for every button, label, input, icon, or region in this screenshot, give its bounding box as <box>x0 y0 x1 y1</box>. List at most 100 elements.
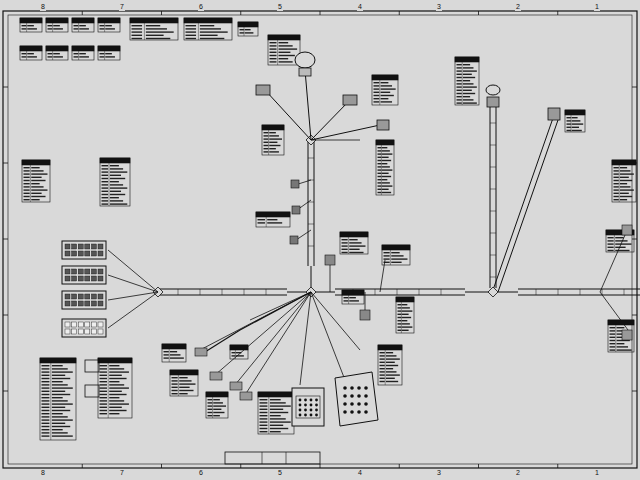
connector-pin <box>350 394 354 398</box>
table-cell-mark <box>378 169 382 170</box>
table-cell-mark <box>31 193 41 194</box>
zone-tick <box>240 11 241 15</box>
bundle <box>493 118 553 290</box>
connector-body <box>335 372 378 426</box>
table-cell-mark <box>572 130 582 131</box>
table-frame <box>342 290 364 304</box>
table-cell-mark <box>208 412 213 413</box>
zone-tick <box>82 464 83 468</box>
table-column <box>50 363 51 440</box>
table-cell-mark <box>24 170 30 171</box>
table-cell-mark <box>269 145 280 146</box>
table-frame <box>46 46 68 60</box>
table-cell-mark <box>615 240 627 241</box>
connector-pin <box>85 269 90 274</box>
table-column <box>268 397 269 434</box>
table-cell-mark <box>386 362 395 363</box>
table-cell-mark <box>132 28 143 29</box>
connector-pin <box>310 409 313 412</box>
table-cell-mark <box>260 412 268 413</box>
table-cell-mark <box>110 175 121 176</box>
table-cell-mark <box>109 394 126 395</box>
table-cell-mark <box>457 93 462 94</box>
table-cell-mark <box>384 255 390 256</box>
connector-pin <box>72 251 77 256</box>
bundle-mark <box>558 289 559 295</box>
table-cell-mark <box>374 98 380 99</box>
table-cell-mark <box>22 53 27 54</box>
connector-pin <box>343 402 347 406</box>
table-cell-mark <box>245 32 254 33</box>
table-cell-mark <box>53 28 63 29</box>
table-cell-mark <box>264 132 269 133</box>
connector-symbol <box>360 310 370 320</box>
table-cell-mark <box>608 240 614 241</box>
table-frame <box>455 57 479 105</box>
bundle <box>498 120 558 292</box>
table-cell-mark <box>53 53 60 54</box>
table-cell-mark <box>172 383 178 384</box>
table-frame <box>162 344 186 362</box>
zone-number: 1 <box>594 469 600 477</box>
table-cell-mark <box>179 393 187 394</box>
table-cell-mark <box>381 101 392 102</box>
connector-pin <box>65 322 70 327</box>
table-cell-mark <box>48 25 53 26</box>
table-cell-mark <box>270 52 277 53</box>
connector-pin <box>343 386 347 390</box>
table-header <box>162 344 186 349</box>
table-cell-mark <box>398 314 402 315</box>
connector-pin <box>85 301 90 306</box>
table-cell-mark <box>164 351 169 352</box>
table-column <box>26 23 27 32</box>
table-cell-mark <box>344 300 349 301</box>
table-cell-mark <box>384 252 390 253</box>
bundle-mark <box>490 145 496 146</box>
table-cell-mark <box>109 381 119 382</box>
table-cell-mark <box>110 200 123 201</box>
wire <box>330 265 331 292</box>
table-cell-mark <box>100 25 105 26</box>
table-cell-mark <box>102 197 109 198</box>
table-cell-mark <box>378 157 382 158</box>
table-cell-mark <box>457 74 462 75</box>
table-cell-mark <box>132 25 143 26</box>
table-cell-mark <box>382 179 387 180</box>
connector-pin <box>350 402 354 406</box>
table-cell-mark <box>170 354 181 355</box>
table-cell-mark <box>213 399 220 400</box>
table-cell-mark <box>52 368 68 369</box>
table-cell-mark <box>572 117 578 118</box>
table-cell-mark <box>269 135 279 136</box>
table-cell-mark <box>79 56 89 57</box>
bundle <box>160 295 287 296</box>
table-frame <box>72 46 94 60</box>
table-cell-mark <box>381 95 394 96</box>
table-cell-mark <box>79 25 86 26</box>
connector-pin <box>98 322 103 327</box>
table-cell-mark <box>102 165 109 166</box>
bundle-mark <box>222 289 223 295</box>
table-cell-mark <box>386 374 400 375</box>
table-cell-mark <box>170 357 184 358</box>
table-cell-mark <box>610 327 616 328</box>
table-cell-mark <box>42 426 50 427</box>
connector-pin <box>98 301 103 306</box>
table-cell-mark <box>382 166 390 167</box>
bundle <box>496 105 497 288</box>
connector-pin <box>304 404 307 407</box>
wire <box>300 292 311 385</box>
table-cell-mark <box>109 387 129 388</box>
table-column <box>348 237 349 254</box>
table-cell-mark <box>213 415 220 416</box>
table-cell-mark <box>31 183 39 184</box>
table-cell-mark <box>279 42 289 43</box>
table-cell-mark <box>200 38 224 39</box>
table-cell-mark <box>382 169 392 170</box>
wire <box>250 292 311 320</box>
table-cell-mark <box>52 423 65 424</box>
table-cell-mark <box>402 320 407 321</box>
table-cell-mark <box>610 333 616 334</box>
table-cell-mark <box>381 88 396 89</box>
zone-number: 5 <box>277 469 283 477</box>
